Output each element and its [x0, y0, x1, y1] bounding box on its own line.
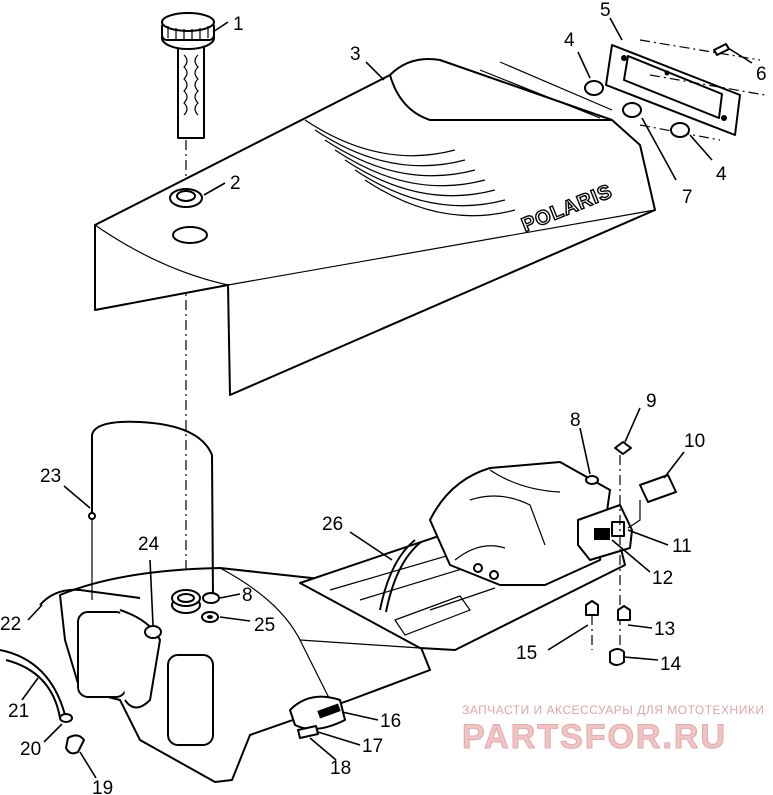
- callout-5: 5: [600, 0, 611, 21]
- callout-4b: 4: [716, 164, 727, 185]
- callout-12: 12: [652, 568, 673, 589]
- callout-21: 21: [8, 701, 29, 722]
- callout-20: 20: [20, 739, 41, 760]
- callout-1: 1: [233, 14, 244, 35]
- callout-9: 9: [646, 391, 657, 412]
- callout-17: 17: [362, 736, 383, 757]
- bracket: [639, 474, 677, 503]
- callout-18: 18: [330, 758, 351, 779]
- callout-8b: 8: [242, 585, 253, 606]
- callout-10: 10: [684, 431, 705, 452]
- callout-3: 3: [350, 44, 361, 65]
- callout-22: 22: [0, 614, 21, 635]
- engine-console: [429, 461, 611, 586]
- rear-fitting: [289, 695, 346, 739]
- watermark-tagline: ЗАПЧАСТИ И АКСЕССУАРЫ ДЛЯ МОТОТЕХНИКИ: [462, 703, 764, 717]
- fuel-cap: [161, 12, 215, 139]
- callout-25: 25: [254, 615, 275, 636]
- filler-grommet: [169, 188, 203, 208]
- callout-24: 24: [138, 534, 160, 555]
- callout-26: 26: [322, 514, 343, 535]
- watermark: ЗАПЧАСТИ И АКСЕССУАРЫ ДЛЯ МОТОТЕХНИКИ PA…: [462, 703, 764, 757]
- callout-23: 23: [40, 466, 61, 487]
- callout-2: 2: [230, 173, 241, 194]
- callout-13: 13: [654, 619, 675, 640]
- callout-4a: 4: [564, 30, 575, 51]
- tail-light-assembly: [584, 39, 766, 141]
- callout-15: 15: [516, 643, 537, 664]
- callout-16: 16: [380, 711, 401, 732]
- callout-8a: 8: [570, 410, 581, 431]
- callout-11: 11: [672, 536, 692, 557]
- callout-14: 14: [660, 654, 682, 675]
- watermark-logo-text: PARTSFOR.RU: [462, 718, 727, 756]
- vent-hose: [91, 420, 214, 599]
- callout-7: 7: [682, 187, 693, 208]
- callout-6: 6: [756, 64, 767, 85]
- seat-cover: [94, 58, 656, 396]
- tank-washers: [201, 592, 220, 623]
- callout-19: 19: [92, 778, 113, 795]
